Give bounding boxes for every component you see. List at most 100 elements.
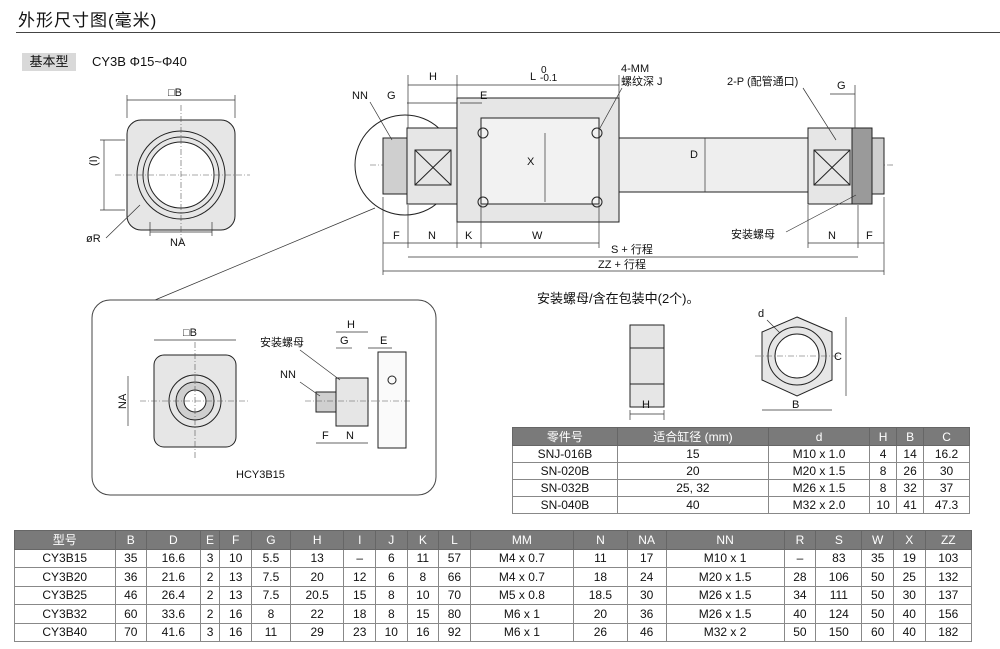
dim-table-cell: 111 <box>815 585 863 605</box>
k-label: K <box>465 230 473 242</box>
dim-table-cell: 13 <box>289 548 345 568</box>
dim-table-header-cell: K <box>406 530 440 550</box>
dim-table-cell: 5.5 <box>251 548 291 568</box>
dim-table-cell: 50 <box>861 604 894 624</box>
dim-table-cell: 35 <box>114 548 148 568</box>
dim-table-cell: 16 <box>219 604 252 624</box>
dim-table-cell: 46 <box>114 585 148 605</box>
dim-table-cell: 60 <box>114 604 148 624</box>
dim-table-cell: 132 <box>924 567 973 587</box>
dim-table-cell: 156 <box>924 604 973 624</box>
dim-table-cell: 11 <box>406 548 440 568</box>
dim-table-cell: M26 x 1.5 <box>665 585 785 605</box>
dim-table-cell: 50 <box>861 585 894 605</box>
nut-table-cell: 25, 32 <box>616 479 770 497</box>
detail-n: N <box>346 430 354 442</box>
l-label: L <box>530 71 536 83</box>
dim-table-cell: – <box>783 548 817 568</box>
dim-table-cell: 46 <box>626 622 667 642</box>
nut-table-header-cell: d <box>767 427 871 446</box>
dim-table-cell: 7.5 <box>251 567 291 587</box>
nut-drawings: H d C B <box>629 308 847 420</box>
dim-table-cell: 40 <box>893 604 926 624</box>
dim-table-cell: 18 <box>343 604 377 624</box>
dim-table-cell: 28 <box>783 567 817 587</box>
nn-label: NN <box>352 90 368 102</box>
nut-table-cell: SN-020B <box>512 462 618 480</box>
dim-table-cell: 3 <box>199 548 221 568</box>
dim-table-header-cell: 型号 <box>14 530 116 550</box>
dim-table-cell: 8 <box>375 604 408 624</box>
dim-table-cell: 57 <box>438 548 471 568</box>
dim-table-cell: 7.5 <box>251 585 291 605</box>
dim-table-cell: 8 <box>406 567 440 587</box>
port-label: 2-P (配管通口) <box>727 74 798 88</box>
n-right-label: N <box>828 230 836 242</box>
end-na: NA <box>170 237 186 249</box>
nut-table-cell: SN-040B <box>512 496 618 514</box>
dim-table-cell: 36 <box>114 567 148 587</box>
dim-table-header-cell: H <box>289 530 345 550</box>
detail-g: G <box>340 335 349 347</box>
nut-table-cell: 15 <box>616 445 770 463</box>
dim-table-header-cell: S <box>815 530 863 550</box>
nut-table-cell: 30 <box>923 462 970 480</box>
dim-table-header-cell: R <box>783 530 817 550</box>
dim-table-cell: 33.6 <box>146 604 201 624</box>
dim-table-cell: M26 x 1.5 <box>665 604 785 624</box>
nut-table-cell: 40 <box>616 496 770 514</box>
nut-table-cell: SN-032B <box>512 479 618 497</box>
dim-table-cell: 40 <box>893 622 926 642</box>
nut-table-header-cell: B <box>896 427 925 446</box>
dim-table-cell: 15 <box>406 604 440 624</box>
dim-table-header-cell: MM <box>469 530 575 550</box>
nut-table-cell: 26 <box>896 462 925 480</box>
f-right-label: F <box>866 230 873 242</box>
end-r: øR <box>86 233 101 245</box>
dim-table-cell: 150 <box>815 622 863 642</box>
dim-table-cell: 50 <box>783 622 817 642</box>
dim-table-cell: 16.6 <box>146 548 201 568</box>
nut-d: d <box>758 308 764 320</box>
mount-nut-label: 安装螺母 <box>731 227 775 241</box>
dim-table-cell: 19 <box>893 548 926 568</box>
detail-e: E <box>380 335 387 347</box>
dim-table-cell: M5 x 0.8 <box>469 585 575 605</box>
dim-table-cell: 30 <box>626 585 667 605</box>
dim-table-cell: M10 x 1 <box>665 548 785 568</box>
dim-table-cell: 20 <box>289 567 345 587</box>
dim-table-cell: M4 x 0.7 <box>469 548 575 568</box>
nut-table-cell: 4 <box>869 445 898 463</box>
dim-table-cell: 6 <box>375 548 408 568</box>
nut-table-cell: M20 x 1.5 <box>767 462 871 480</box>
dim-table-cell: 11 <box>251 622 291 642</box>
dim-table-cell: 60 <box>861 622 894 642</box>
nut-table-cell: M26 x 1.5 <box>767 479 871 497</box>
w-label: W <box>532 230 543 242</box>
nut-table-cell: 47.3 <box>923 496 970 514</box>
mm-label: 4-MM <box>621 63 649 75</box>
zz-label: ZZ + 行程 <box>598 258 646 271</box>
detail-na: NA <box>117 393 129 409</box>
dim-table-cell: 41.6 <box>146 622 201 642</box>
nut-table-cell: 20 <box>616 462 770 480</box>
dim-table-cell: 13 <box>219 585 252 605</box>
end-view: □B (I) øR NA <box>86 87 250 249</box>
dim-table-cell: 16 <box>406 622 440 642</box>
h-label: H <box>429 71 437 83</box>
dim-table-cell: – <box>343 548 377 568</box>
detail-leader <box>154 207 376 301</box>
dim-table-cell: CY3B15 <box>14 548 116 568</box>
dim-table-cell: 103 <box>924 548 973 568</box>
end-square-b: □B <box>168 87 182 99</box>
dim-table-cell: 23 <box>343 622 377 642</box>
